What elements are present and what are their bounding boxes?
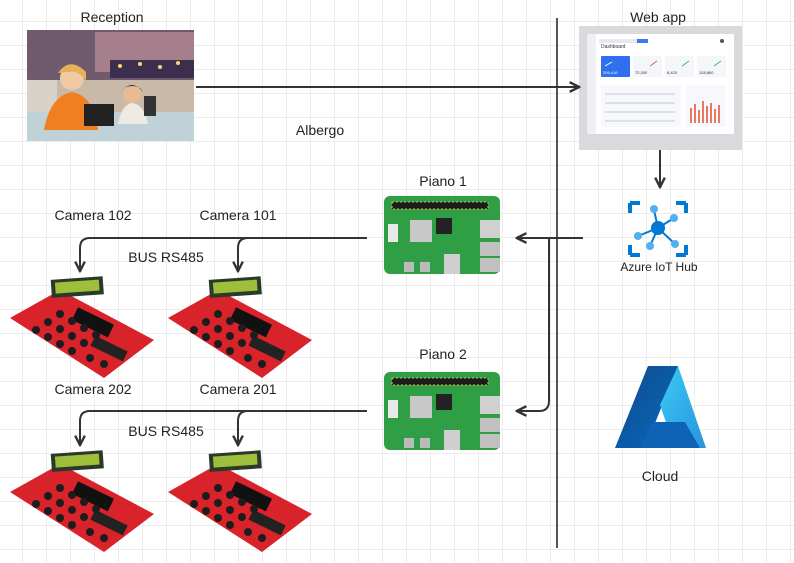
board-camera202 xyxy=(10,450,154,552)
web-app-label: Web app xyxy=(630,9,686,25)
piano2-label: Piano 2 xyxy=(419,346,467,362)
piano1-label: Piano 1 xyxy=(419,173,467,189)
webapp-stat-4: 128,860 xyxy=(699,70,714,75)
webapp-stat-3: 8,425 xyxy=(667,70,678,75)
iot-hub-label: Azure IoT Hub xyxy=(620,260,698,274)
reception-label: Reception xyxy=(80,9,144,25)
camera101-label: Camera 101 xyxy=(199,207,277,223)
board-camera201 xyxy=(168,450,312,552)
cloud-label: Cloud xyxy=(641,468,679,484)
azure-iot-hub-icon xyxy=(628,201,688,257)
bus-line-piano2 xyxy=(80,410,367,444)
bus-rs485-top-label: BUS RS485 xyxy=(128,249,204,265)
camera202-label: Camera 202 xyxy=(54,381,132,397)
board-camera101 xyxy=(168,276,312,378)
reception-photo xyxy=(27,30,194,141)
web-app-screenshot xyxy=(579,26,742,150)
camera201-label: Camera 201 xyxy=(199,381,277,397)
camera102-label: Camera 102 xyxy=(54,207,132,223)
webapp-title: Dashboard xyxy=(601,44,626,50)
bus-line-piano1 xyxy=(80,237,367,270)
board-camera102 xyxy=(10,276,154,378)
arrow-hub-to-piano2 xyxy=(518,238,550,411)
bus-branch-camera101 xyxy=(238,237,249,270)
albergo-label: Albergo xyxy=(295,122,345,138)
raspberry-pi-piano1 xyxy=(384,196,500,274)
raspberry-pi-piano2 xyxy=(384,372,500,450)
webapp-stat-1: 206,416 xyxy=(603,70,618,75)
bus-branch-camera201 xyxy=(238,410,249,444)
webapp-stat-2: 72,300 xyxy=(635,70,648,75)
azure-logo-icon xyxy=(615,366,706,448)
bus-rs485-bottom-label: BUS RS485 xyxy=(128,423,204,439)
